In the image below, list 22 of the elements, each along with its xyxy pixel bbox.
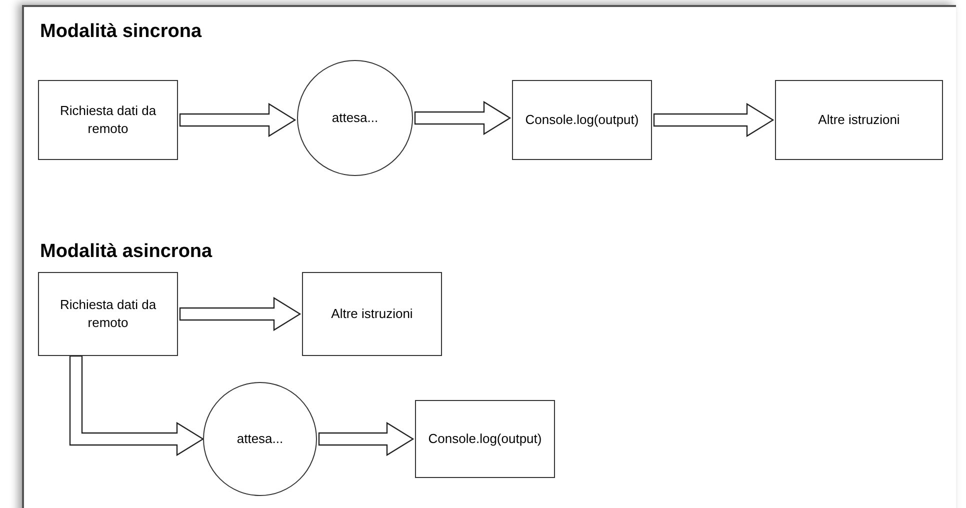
node-text: Richiesta dati da remoto [58, 102, 158, 138]
process-box [302, 272, 442, 356]
node-text: Console.log(output) [525, 111, 639, 129]
block-arrow [414, 100, 512, 136]
process-box [38, 80, 178, 160]
node-text: Altre istruzioni [331, 305, 413, 323]
block-arrow [318, 422, 414, 456]
node-text: Altre istruzioni [818, 111, 900, 129]
process-box [415, 400, 555, 478]
block-arrow [653, 102, 774, 138]
process-box [512, 80, 652, 160]
block-arrow [179, 102, 296, 138]
section-heading: Modalità asincrona [40, 240, 212, 264]
block-arrow [69, 355, 204, 456]
node-text: attesa... [236, 430, 284, 448]
section-heading: Modalità sincrona [40, 20, 202, 44]
process-box [38, 272, 178, 356]
process-box [775, 80, 943, 160]
node-text: Richiesta dati da remoto [58, 296, 158, 332]
block-arrow [179, 296, 302, 332]
node-text: attesa... [332, 109, 378, 127]
node-text: Console.log(output) [428, 430, 542, 448]
